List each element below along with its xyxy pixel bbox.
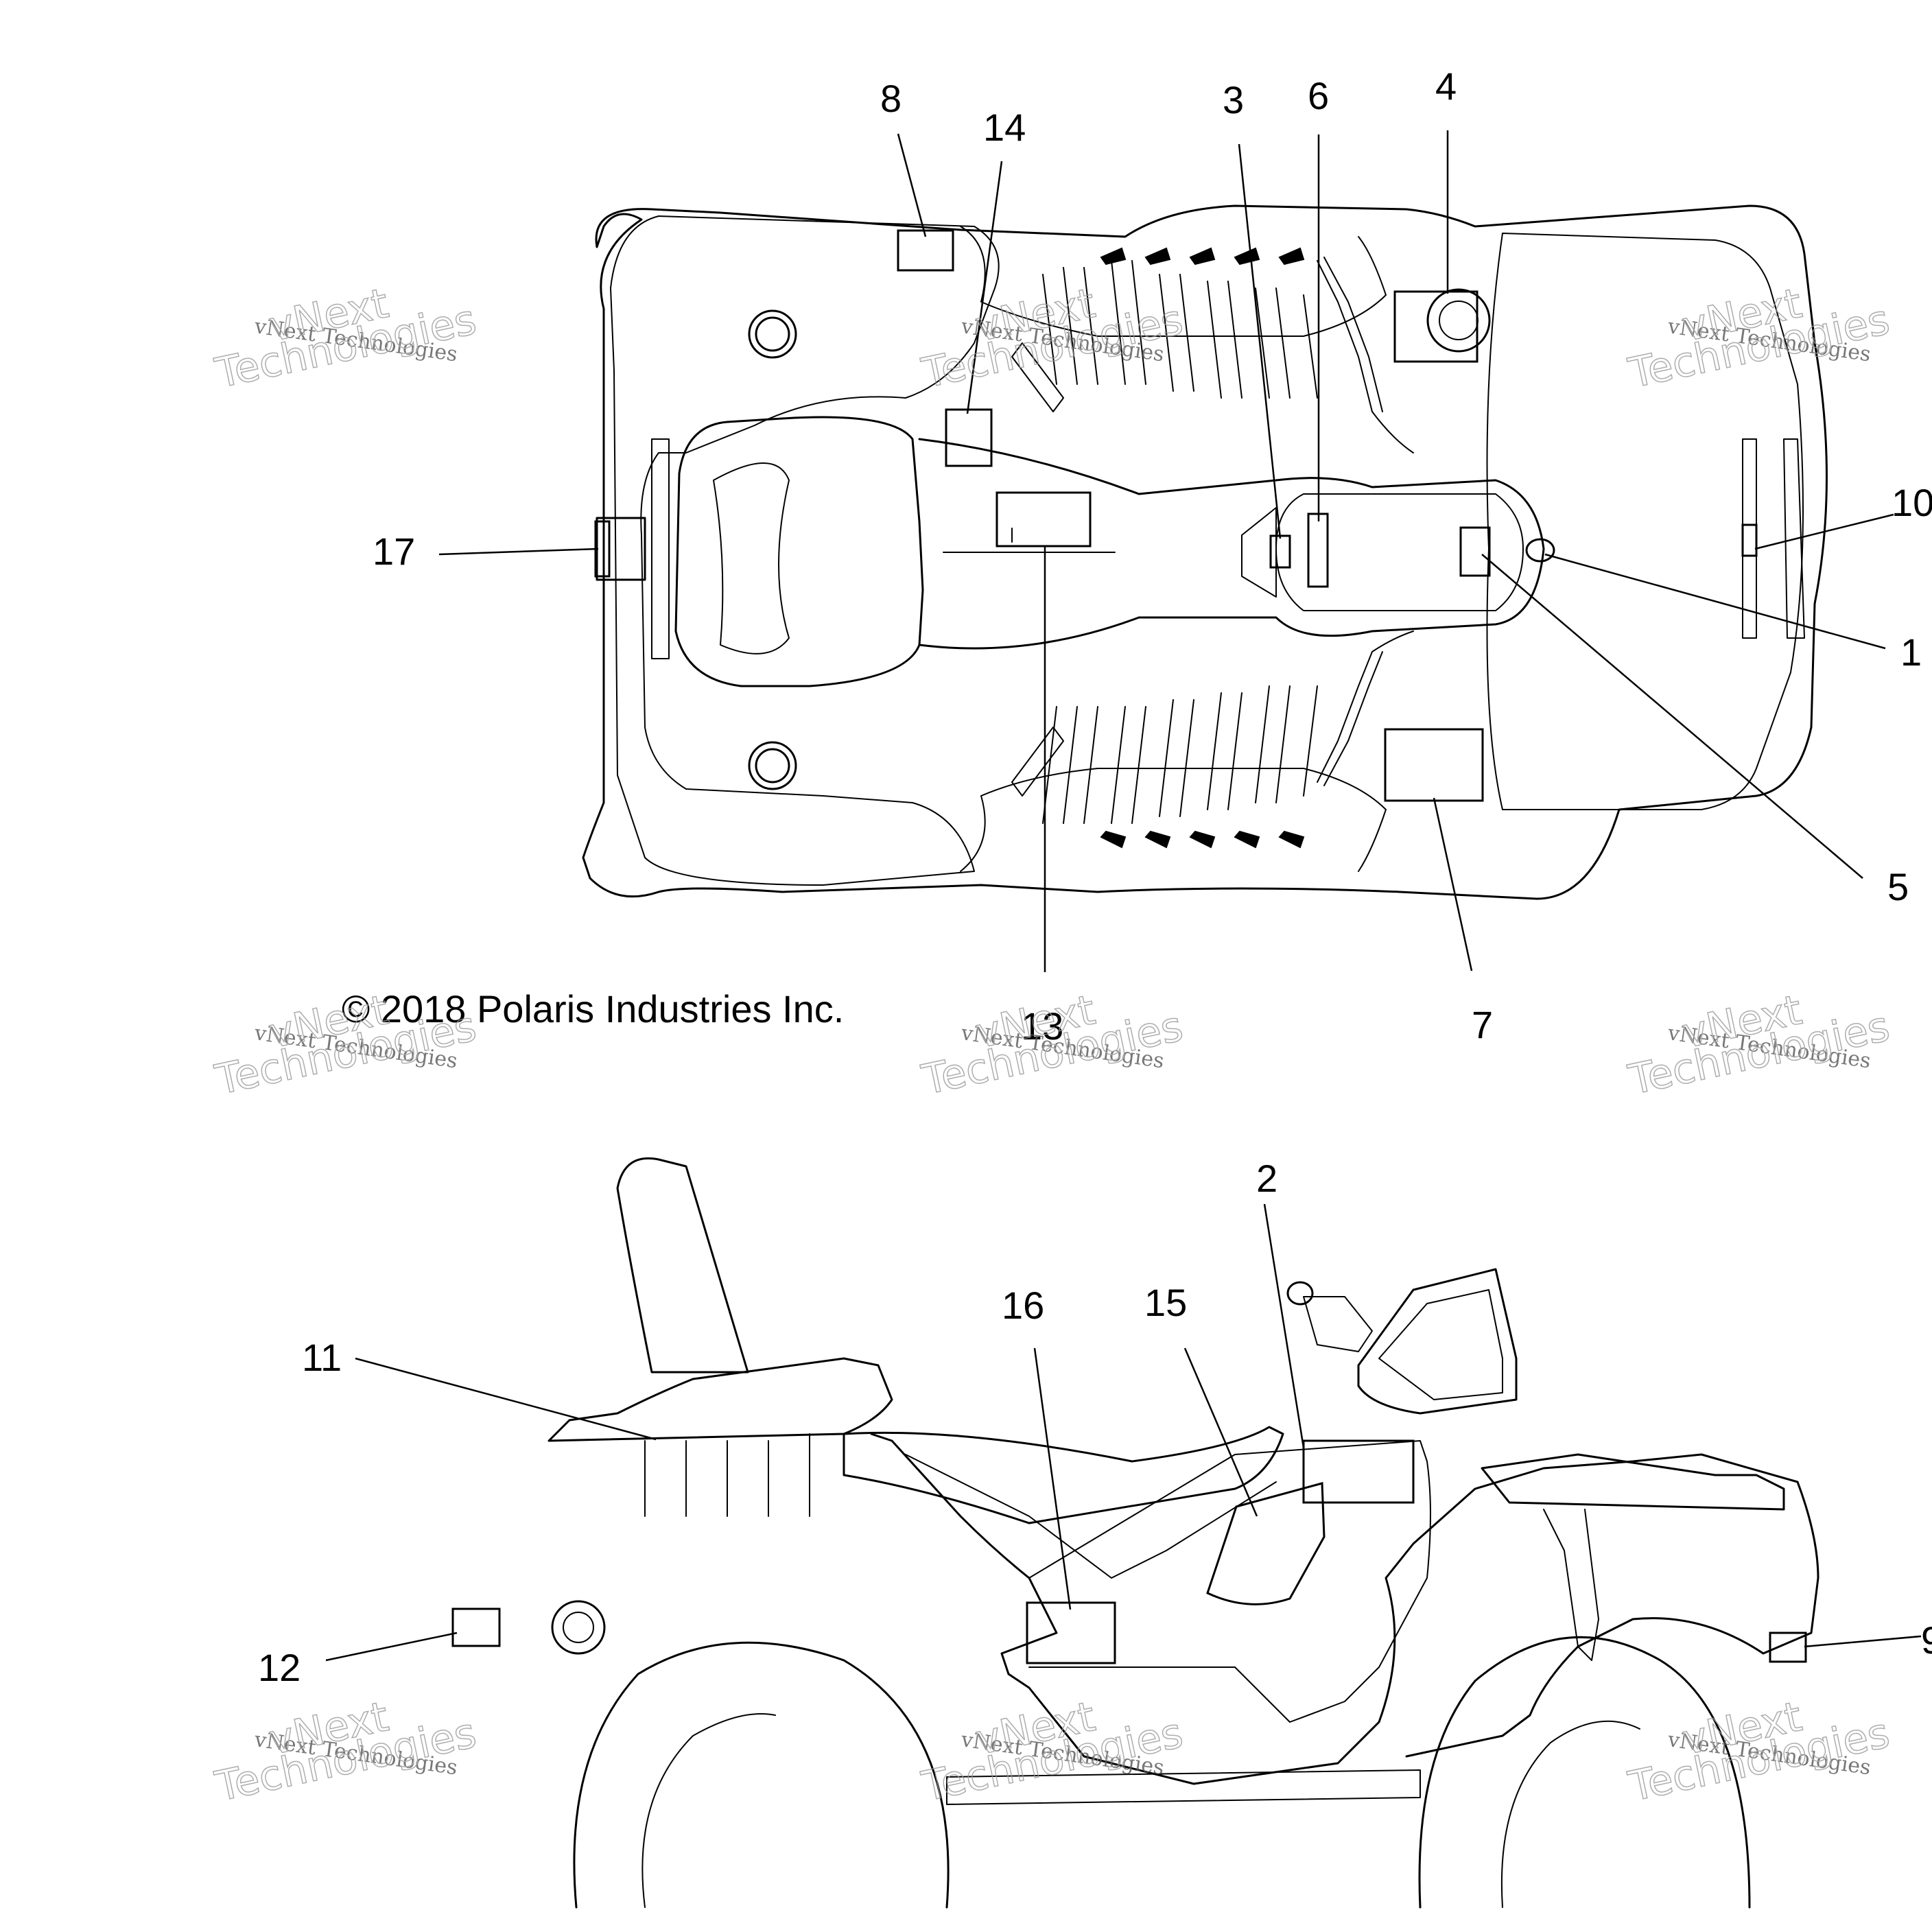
callout-2: 2 <box>1256 1157 1277 1200</box>
decal-10 <box>1741 523 1758 557</box>
decal-13 <box>996 491 1092 547</box>
footrest-upper <box>1042 260 1318 399</box>
callout-7: 7 <box>1472 1003 1493 1046</box>
callout-12: 12 <box>258 1646 301 1689</box>
callout-8: 8 <box>880 77 902 120</box>
decal-7 <box>1384 728 1484 802</box>
copyright-notice: © 2018 Polaris Industries Inc. <box>342 987 844 1030</box>
callout-1: 1 <box>1900 631 1922 674</box>
callout-10: 10 <box>1892 481 1932 524</box>
decal-5 <box>1459 526 1491 577</box>
decal-12 <box>451 1607 501 1647</box>
decal-8 <box>897 229 954 272</box>
decal-2 <box>1302 1439 1415 1504</box>
atv-top-view <box>582 204 1828 900</box>
decal-15 <box>1206 1482 1326 1605</box>
watermarks: vNext Technologies vNext Technologies vN… <box>211 279 1894 1811</box>
callout-14: 14 <box>983 106 1026 149</box>
callout-17: 17 <box>373 530 415 573</box>
callout-9: 9 <box>1921 1618 1932 1662</box>
callout-16: 16 <box>1002 1284 1044 1327</box>
callout-5: 5 <box>1887 865 1909 908</box>
callout-6: 6 <box>1308 74 1329 117</box>
callout-3: 3 <box>1223 78 1244 121</box>
callout-15: 15 <box>1144 1281 1187 1324</box>
atv-side-view <box>451 1157 1819 1909</box>
callout-13: 13 <box>1021 1004 1063 1048</box>
callout-numbers: 8 14 3 6 4 10 1 5 7 13 17 2 16 15 11 12 … <box>258 64 1932 1689</box>
decal-14 <box>945 408 993 467</box>
decal-16 <box>1026 1601 1116 1664</box>
callout-4: 4 <box>1435 64 1457 108</box>
decal-6 <box>1307 513 1329 588</box>
footrest-lower <box>1042 685 1318 824</box>
decal-4 <box>1393 290 1479 363</box>
callout-11: 11 <box>302 1336 342 1379</box>
leader-lines <box>325 130 1922 1662</box>
decal-3 <box>1269 534 1291 569</box>
